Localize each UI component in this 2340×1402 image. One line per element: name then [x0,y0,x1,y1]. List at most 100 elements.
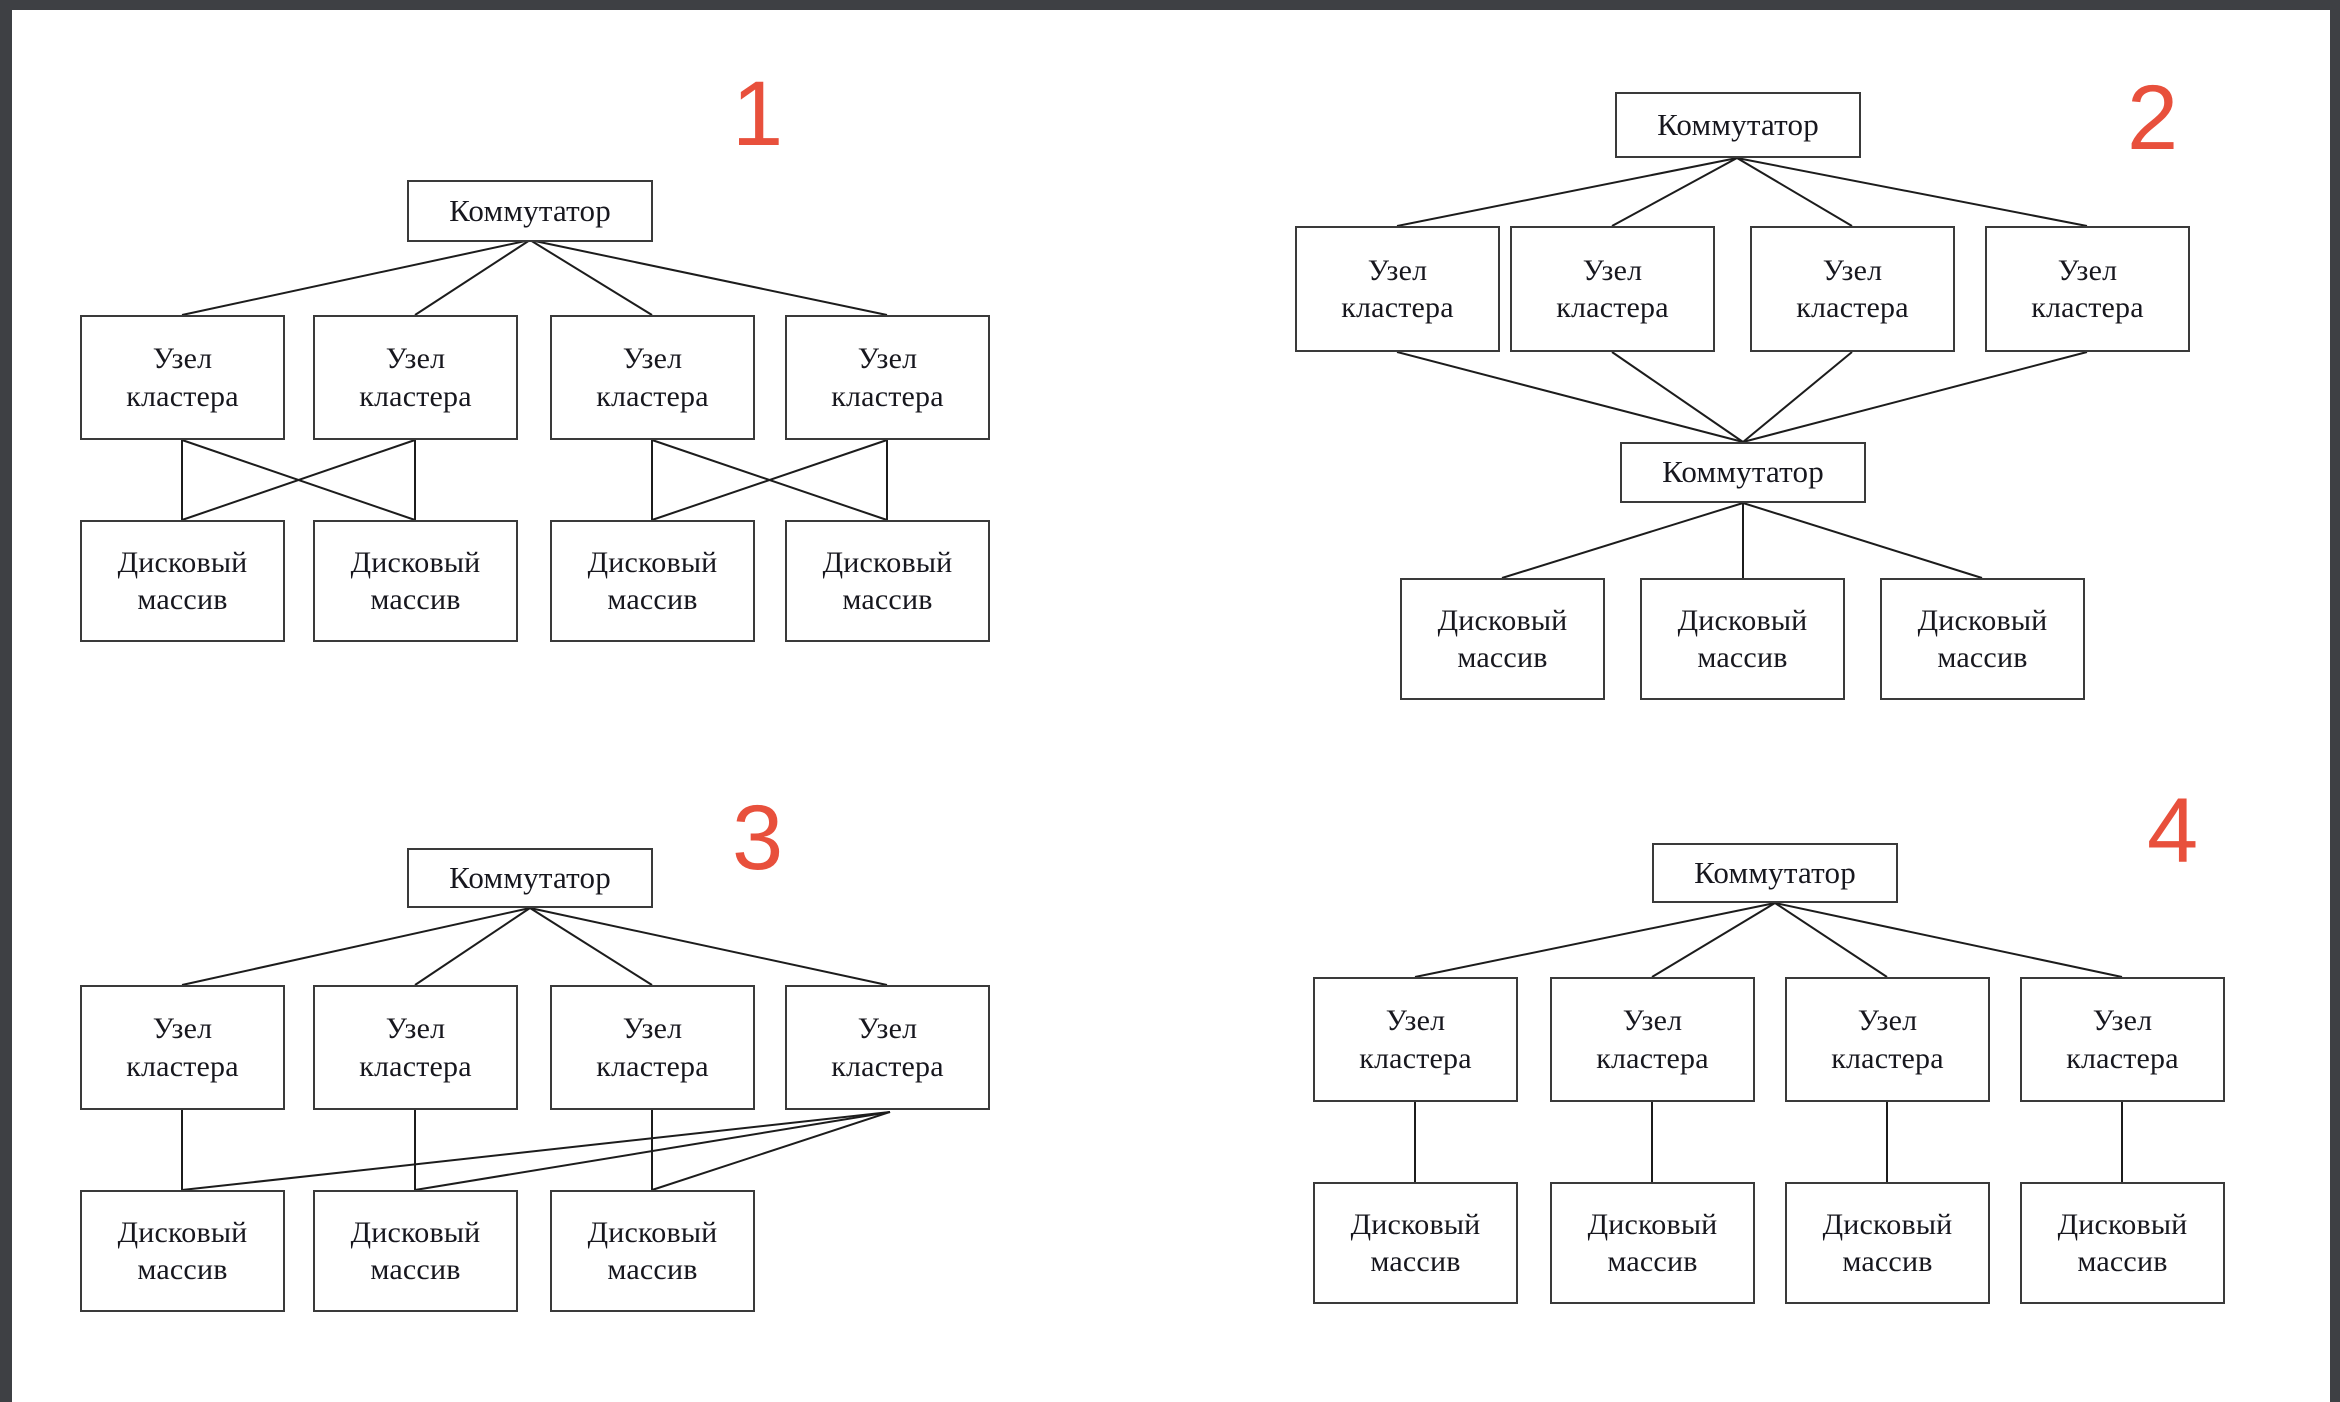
panel-4-number: 4 [2147,780,2199,882]
disk-array-label-line2: массив [137,583,228,616]
disk-array-label-line2: массив [2077,1245,2168,1278]
panel-1: 1 Коммутатор Узел кластера Узел кластера… [32,40,1032,642]
cluster-node-label-line1: Узел [152,342,213,375]
panel-1-cluster-node-3: Узел кластера [550,315,755,440]
panel-3-disk-array-2: Дисковый массив [313,1190,518,1312]
panel-2-edges [1396,157,2088,579]
cluster-node-label-line2: кластера [1596,1041,1709,1075]
disk-array-label-line1: Дисковый [822,545,953,579]
disk-array-label-line2: массив [370,583,461,616]
cluster-node-label-line1: Узел [1582,253,1643,287]
panel-1-disk-array-4: Дисковый массив [785,520,990,642]
panel-4-switch: Коммутатор [1652,843,1898,903]
panel-3-cluster-node-3: Узел кластера [550,985,755,1110]
panel-4-cluster-node-3: Узел кластера [1785,977,1990,1102]
cluster-node-label-line1: Узел [857,1012,918,1045]
cluster-node-label-line2: кластера [596,379,709,413]
disk-array-label-line1: Дисковый [350,1215,481,1249]
panel-4-disk-array-3: Дисковый массив [1785,1182,1990,1304]
cluster-node-label-line2: кластера [126,379,239,413]
panel-4-edges [1414,902,2123,1182]
panel-1-switch: Коммутатор [407,180,653,242]
cluster-node-label-line2: кластера [1831,1041,1944,1075]
disk-array-label-line1: Дисковый [350,545,481,579]
panel-2-cluster-node-2: Узел кластера [1510,226,1715,352]
cluster-node-label-line2: кластера [1359,1041,1472,1075]
cluster-node-label-line1: Узел [1857,1004,1918,1037]
panel-4-disk-array-2: Дисковый массив [1550,1182,1755,1304]
cluster-node-label-line2: кластера [126,1049,239,1083]
switch-label: Коммутатор [1662,454,1824,490]
panel-1-edges [181,239,888,521]
disk-array-label-line2: массив [1457,641,1548,674]
panel-1-cluster-node-4: Узел кластера [785,315,990,440]
disk-array-label-line2: массив [137,1253,228,1286]
disk-array-label-line2: массив [1937,641,2028,674]
cluster-node-label-line1: Узел [622,342,683,375]
cluster-node-label-line1: Узел [622,1012,683,1045]
disk-array-label-line1: Дисковый [1822,1207,1953,1241]
panel-4-disk-array-1: Дисковый массив [1313,1182,1518,1304]
switch-label: Коммутатор [1694,854,1856,890]
switch-label: Коммутатор [1657,106,1819,142]
panel-3-switch: Коммутатор [407,848,653,908]
panel-2-switch-top: Коммутатор [1615,92,1861,158]
panel-1-disk-array-1: Дисковый массив [80,520,285,642]
panel-2-disk-array-2: Дисковый массив [1640,578,1845,700]
disk-array-label-line1: Дисковый [1677,603,1808,637]
panel-4-cluster-node-1: Узел кластера [1313,977,1518,1102]
panel-4-cluster-node-2: Узел кластера [1550,977,1755,1102]
cluster-node-label-line2: кластера [831,379,944,413]
disk-array-label-line2: массив [1370,1245,1461,1278]
panel-2-switch-bottom: Коммутатор [1620,442,1866,503]
cluster-node-label-line2: кластера [1796,291,1909,324]
cluster-node-label-line1: Узел [385,342,446,375]
cluster-node-label-line2: кластера [359,1049,472,1083]
panel-2-cluster-node-1: Узел кластера [1295,226,1500,352]
panel-2-cluster-node-3: Узел кластера [1750,226,1955,352]
disk-array-label-line1: Дисковый [2057,1207,2188,1241]
panel-3-edges [181,907,891,1191]
cluster-node-label-line1: Узел [1822,253,1883,287]
disk-array-label-line1: Дисковый [1350,1207,1481,1241]
cluster-node-label-line1: Узел [2057,253,2118,287]
disk-array-label-line1: Дисковый [587,545,718,579]
panel-1-disk-array-2: Дисковый массив [313,520,518,642]
disk-array-label-line2: массив [1842,1245,1933,1278]
cluster-node-label-line1: Узел [857,342,918,375]
panel-4-disk-array-4: Дисковый массив [2020,1182,2225,1304]
panel-1-cluster-node-1: Узел кластера [80,315,285,440]
cluster-node-label-line2: кластера [1341,291,1454,324]
disk-array-label-line1: Дисковый [587,1215,718,1249]
panel-3-cluster-node-4: Узел кластера [785,985,990,1110]
cluster-node-label-line1: Узел [385,1012,446,1045]
panel-3-cluster-node-1: Узел кластера [80,985,285,1110]
cluster-node-label-line2: кластера [596,1049,709,1083]
cluster-node-label-line1: Узел [152,1012,213,1045]
disk-array-label-line2: массив [1697,641,1788,674]
panel-2-disk-array-3: Дисковый массив [1880,578,2085,700]
switch-label: Коммутатор [449,859,611,895]
panel-1-disk-array-3: Дисковый массив [550,520,755,642]
cluster-node-label-line2: кластера [359,379,472,413]
panel-2: 2 Коммутатор Узел кластера Узел кластера… [1267,30,2317,720]
panel-3-disk-array-3: Дисковый массив [550,1190,755,1312]
cluster-node-label-line1: Узел [1622,1004,1683,1037]
disk-array-label-line1: Дисковый [1587,1207,1718,1241]
cluster-node-label-line1: Узел [1385,1004,1446,1037]
panel-2-number: 2 [2127,67,2179,169]
panel-1-number: 1 [732,63,784,165]
panel-3-cluster-node-2: Узел кластера [313,985,518,1110]
disk-array-label-line2: массив [842,583,933,616]
disk-array-label-line2: массив [1607,1245,1698,1278]
cluster-node-label-line1: Узел [1367,253,1428,287]
disk-array-label-line1: Дисковый [1437,603,1568,637]
panel-4: 4 Коммутатор Узел кластера Узел кластера… [1267,785,2317,1305]
panel-2-cluster-node-4: Узел кластера [1985,226,2190,352]
panel-2-disk-array-1: Дисковый массив [1400,578,1605,700]
panel-3-number: 3 [732,787,784,889]
cluster-node-label-line2: кластера [1556,291,1669,324]
cluster-node-label-line2: кластера [2066,1041,2179,1075]
disk-array-label-line1: Дисковый [1917,603,2048,637]
cluster-node-label-line1: Узел [2092,1004,2153,1037]
